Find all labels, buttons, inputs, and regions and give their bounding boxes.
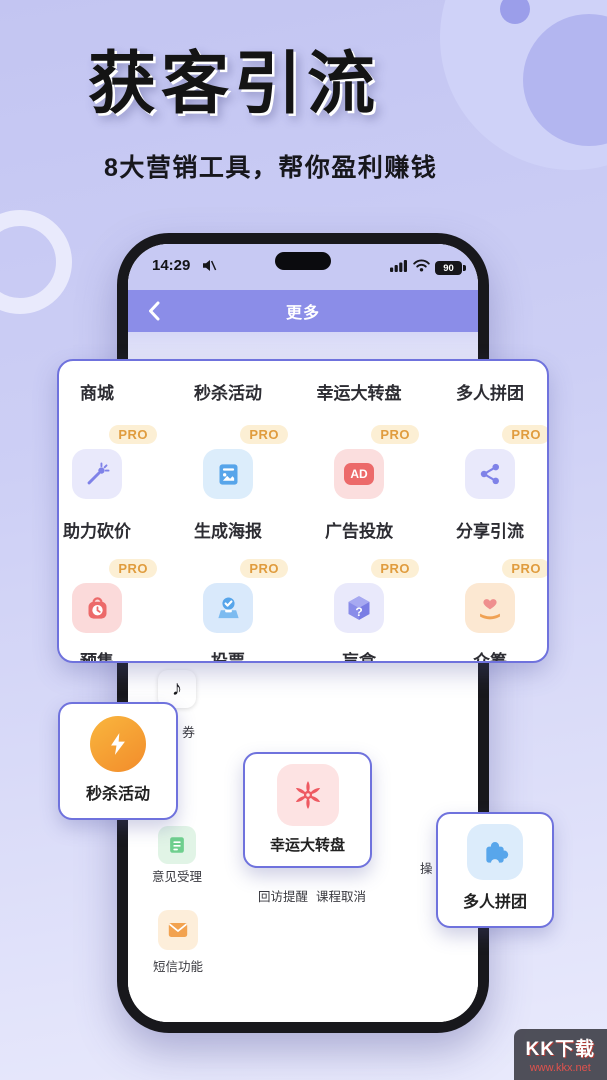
pro-badge: PRO <box>240 559 288 578</box>
pro-badge: PRO <box>502 425 547 444</box>
presale-clock-icon <box>72 583 122 633</box>
feature-presale[interactable]: PRO <box>59 547 157 643</box>
feature-presale-label: 预售 <box>80 652 114 663</box>
feature-poster[interactable]: PRO <box>168 413 288 509</box>
feature-ads[interactable]: PRO AD <box>299 413 419 509</box>
feature-bargain-label: 助力砍价 <box>63 522 131 541</box>
feature-ads-label: 广告投放 <box>325 522 393 541</box>
pro-badge: PRO <box>109 559 157 578</box>
panel-column-1: 商城 PRO 助力砍价 PRO 预售 <box>59 371 157 663</box>
feature-share-label: 分享引流 <box>456 522 524 541</box>
puzzle-icon <box>467 824 523 880</box>
feature-blindbox[interactable]: PRO ? <box>299 547 419 643</box>
log-label-fragment: 操 <box>420 862 433 876</box>
feature-vote-label: 投票 <box>211 652 245 663</box>
feature-groupbuy[interactable]: 多人拼团 <box>456 384 524 403</box>
feedback-label: 意见受理 <box>151 870 203 884</box>
callout-group-label: 多人拼团 <box>462 894 527 911</box>
features-panel: 商城 PRO 助力砍价 PRO 预售 秒杀活动 PRO <box>57 359 549 663</box>
callout-seckill[interactable]: 秒杀活动 <box>58 702 178 820</box>
panel-column-2: 秒杀活动 PRO 生成海报 PRO 投票 <box>168 371 288 663</box>
poster-icon <box>203 449 253 499</box>
pro-badge: PRO <box>371 559 419 578</box>
ad-icon: AD <box>334 449 384 499</box>
lightning-icon <box>90 716 146 772</box>
coupon-label-fragment: 券 <box>182 725 196 740</box>
hero-subtitle: 8大营销工具，帮你盈利赚钱 <box>104 154 438 182</box>
mute-icon <box>202 259 217 277</box>
feature-wheel[interactable]: 幸运大转盘 <box>316 384 402 403</box>
tiktok-icon[interactable]: ♪ <box>158 670 196 708</box>
feature-vote[interactable]: PRO <box>168 547 288 643</box>
wifi-icon <box>413 259 430 277</box>
fan-wheel-icon <box>276 764 339 826</box>
signal-icon <box>390 259 408 277</box>
feature-bargain[interactable]: PRO <box>59 413 157 509</box>
panel-column-4: 多人拼团 PRO 分享引流 PRO 众筹 <box>430 371 547 663</box>
back-button[interactable] <box>148 300 168 322</box>
panel-column-3: 幸运大转盘 PRO AD 广告投放 PRO ? 盲盒 <box>299 371 419 663</box>
feature-blindbox-label: 盲盒 <box>342 652 376 663</box>
chevron-left-icon <box>149 301 160 321</box>
pro-badge: PRO <box>502 559 547 578</box>
envelope-icon <box>168 923 188 937</box>
wand-icon <box>72 449 122 499</box>
watermark-url: www.kkx.net <box>529 1062 591 1074</box>
sms-label: 短信功能 <box>152 960 204 974</box>
battery-icon: 90 <box>435 261 466 275</box>
feature-seckill[interactable]: 秒杀活动 <box>194 384 262 403</box>
hero-title: 获客引流 <box>88 46 381 122</box>
document-icon <box>170 837 184 853</box>
question-mark: ? <box>355 605 363 619</box>
status-bar: 14:29 90 <box>128 244 478 290</box>
nav-title: 更多 <box>285 305 320 322</box>
feature-mall[interactable]: 商城 <box>80 384 114 403</box>
cancel-label: 课程取消 <box>315 890 367 904</box>
ballot-icon <box>203 583 253 633</box>
feature-poster-label: 生成海报 <box>194 522 262 541</box>
status-right-icons: 90 <box>390 259 466 277</box>
callback-label: 回访提醒 <box>257 890 309 904</box>
nav-bar: 更多 <box>128 290 478 332</box>
sms-item[interactable] <box>158 910 198 950</box>
decor-circle-small <box>500 0 530 24</box>
share-icon <box>465 449 515 499</box>
feature-crowdfund[interactable]: PRO <box>430 547 547 643</box>
callout-seckill-label: 秒杀活动 <box>85 786 150 803</box>
camera-notch <box>275 252 331 270</box>
callout-group[interactable]: 多人拼团 <box>436 812 554 928</box>
feature-share[interactable]: PRO <box>430 413 547 509</box>
feedback-item[interactable] <box>158 826 196 864</box>
feature-crowdfund-label: 众筹 <box>473 652 507 663</box>
status-time: 14:29 <box>152 257 191 274</box>
pro-badge: PRO <box>371 425 419 444</box>
blindbox-cube-icon: ? <box>334 583 384 633</box>
pro-badge: PRO <box>240 425 288 444</box>
callout-wheel[interactable]: 幸运大转盘 <box>243 752 372 868</box>
hand-heart-icon <box>465 583 515 633</box>
callout-wheel-label: 幸运大转盘 <box>269 837 345 854</box>
watermark-title: KK下载 <box>525 1039 595 1060</box>
pro-badge: PRO <box>109 425 157 444</box>
decor-ring <box>0 210 72 314</box>
watermark: KK下载 www.kkx.net <box>513 1029 607 1080</box>
